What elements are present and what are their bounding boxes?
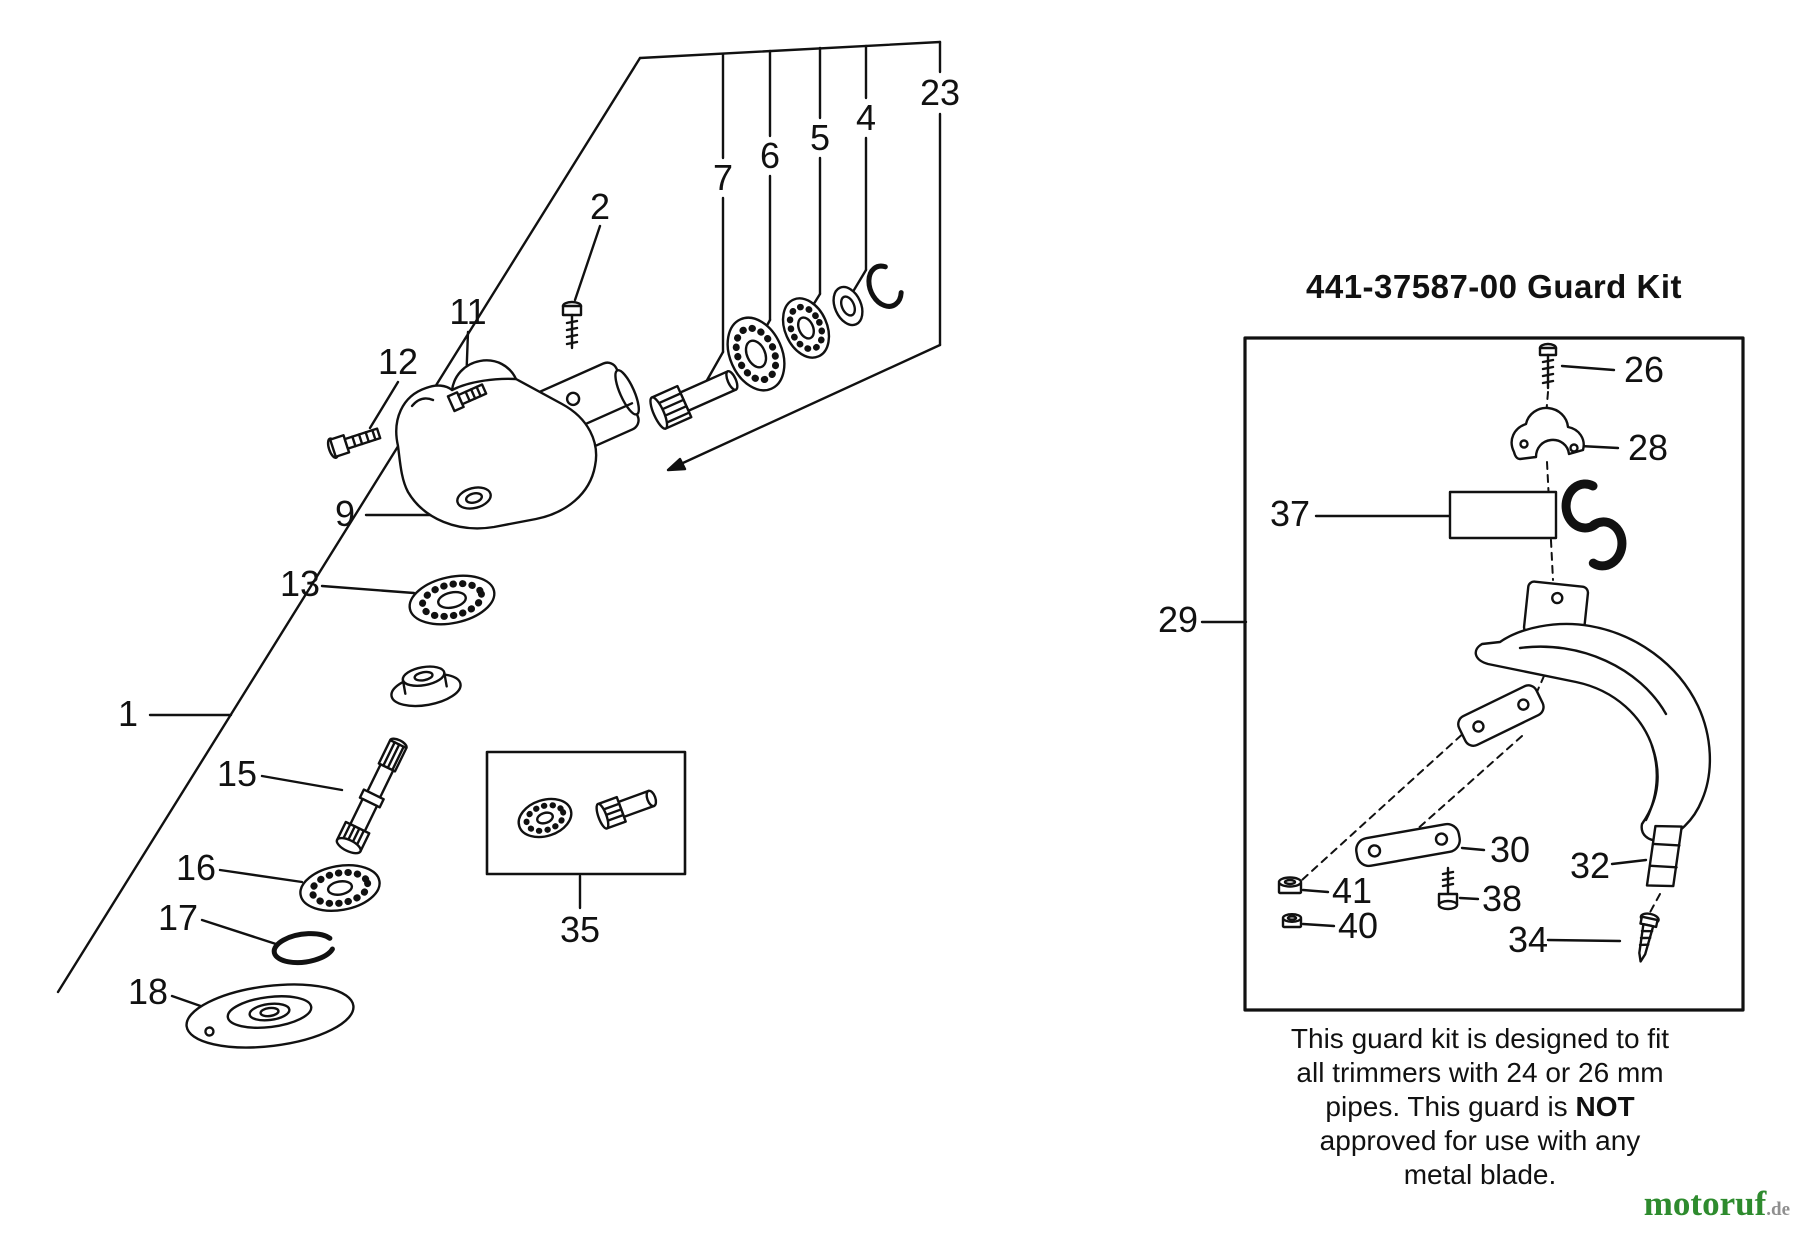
bearing-16: [299, 864, 381, 912]
callout-6: 6: [759, 135, 781, 176]
bearing-6: [726, 316, 786, 392]
collar-washer: [390, 665, 462, 708]
bearing-5: [781, 297, 831, 359]
callout-1: 1: [117, 693, 139, 734]
note-line: This guard kit is designed to fit: [1290, 1023, 1670, 1054]
note-line: metal blade.: [1403, 1159, 1557, 1190]
callout-11: 11: [449, 291, 487, 332]
nut-40: [1281, 912, 1303, 929]
callout-18: 18: [127, 971, 169, 1012]
note-line: approved for use with any: [1319, 1125, 1641, 1156]
callout-16: 16: [175, 847, 217, 888]
note-line: all trimmers with 24 or 26 mm: [1296, 1057, 1664, 1088]
clamp-28: [1510, 406, 1585, 461]
callout-5: 5: [809, 117, 831, 158]
callout-38: 38: [1481, 878, 1523, 919]
callout-41: 41: [1331, 870, 1373, 911]
nut-41: [1277, 876, 1303, 895]
bolt-38: [1437, 866, 1459, 911]
snap-ring-17: [271, 931, 335, 966]
callout-32: 32: [1569, 845, 1611, 886]
bracket-30: [1355, 822, 1461, 868]
callout-15: 15: [216, 753, 258, 794]
logo-tld-text: .de: [1766, 1199, 1790, 1220]
callout-30: 30: [1489, 829, 1531, 870]
callout-9: 9: [334, 493, 356, 534]
callout-2: 2: [589, 186, 611, 227]
clip-32: [1645, 824, 1683, 888]
callout-23: 23: [919, 72, 961, 113]
guard-kit-box: [1243, 336, 1745, 1012]
screw-34: [1638, 912, 1660, 963]
callout-12: 12: [377, 341, 419, 382]
guard-kit-note: This guard kit is designed to fit all tr…: [1150, 1022, 1800, 1192]
leader-lines: [56, 40, 942, 1012]
callout-40: 40: [1337, 905, 1379, 946]
bolt-12: [326, 427, 382, 459]
callout-4: 4: [855, 97, 877, 138]
callout-35: 35: [559, 909, 601, 950]
blade-holder-18: [185, 983, 355, 1049]
callout-37: 37: [1269, 493, 1311, 534]
pinion-shaft-7: [649, 369, 739, 430]
snap-ring-4: [866, 263, 904, 309]
washer-23: [832, 285, 864, 327]
logo-brand-text: motoruf: [1643, 1184, 1767, 1223]
bolt-2: [561, 300, 583, 350]
guard-body-29: [1457, 580, 1712, 842]
screw-11: [446, 383, 488, 413]
callout-29: 29: [1157, 599, 1199, 640]
inset-box-35: [485, 750, 687, 876]
callout-13: 13: [279, 563, 321, 604]
note-line: pipes. This guard is NOT: [1325, 1091, 1635, 1122]
gear-shaft-15: [335, 737, 408, 855]
callout-26: 26: [1623, 349, 1665, 390]
callout-34: 34: [1507, 919, 1549, 960]
callout-28: 28: [1627, 427, 1669, 468]
gear-housing-9: [395, 359, 598, 530]
guard-kit-title: 441-37587-00 Guard Kit: [1305, 268, 1682, 305]
callout-17: 17: [157, 897, 199, 938]
pipe-bushing-37: [1448, 479, 1627, 571]
screw-26: [1538, 342, 1558, 390]
callout-7: 7: [712, 157, 734, 198]
motoruf-logo: motoruf.de: [1560, 1184, 1790, 1224]
guard-kit-leaders: [1200, 364, 1648, 943]
bearing-13: [408, 574, 496, 626]
